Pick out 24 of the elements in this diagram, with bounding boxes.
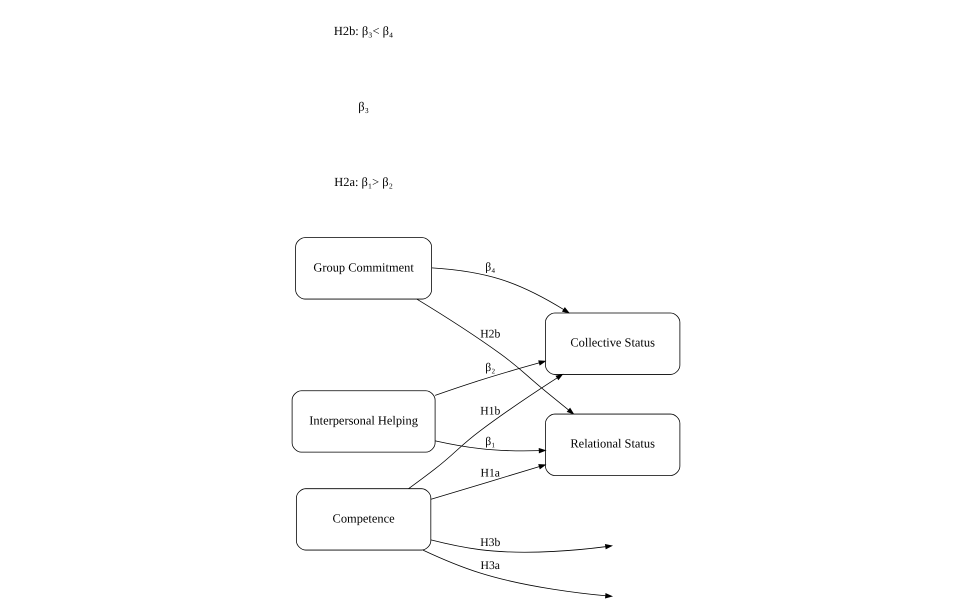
node-box: Relational Status: [545, 414, 680, 476]
edge-label: H2b: [480, 328, 500, 341]
edge-label: H1a: [480, 466, 500, 480]
edge-label: H3a: [480, 559, 500, 572]
node-box: Group Commitment: [295, 237, 432, 300]
node-box: Collective Status: [545, 312, 680, 375]
edge-label: β₄: [485, 260, 496, 274]
node-box: Interpersonal Helping: [292, 390, 436, 453]
label: H2a: β₁> β₂: [334, 174, 393, 189]
edge-label: H3b: [480, 536, 500, 549]
edge-label: β₂: [485, 360, 496, 374]
arrow: [408, 374, 564, 490]
arrow: [422, 550, 613, 598]
arrow: [434, 440, 547, 454]
node-box: Competence: [296, 488, 432, 550]
arrow: [430, 539, 613, 553]
edge-label: H1b: [480, 404, 500, 418]
edge-label: β₁: [485, 434, 496, 448]
arrow: [434, 360, 546, 396]
label: H2b: β₃< β₄: [334, 24, 394, 38]
arrow: [432, 267, 570, 314]
arrow: [416, 298, 574, 415]
label: β₃: [358, 99, 369, 114]
arrow: [430, 464, 546, 500]
